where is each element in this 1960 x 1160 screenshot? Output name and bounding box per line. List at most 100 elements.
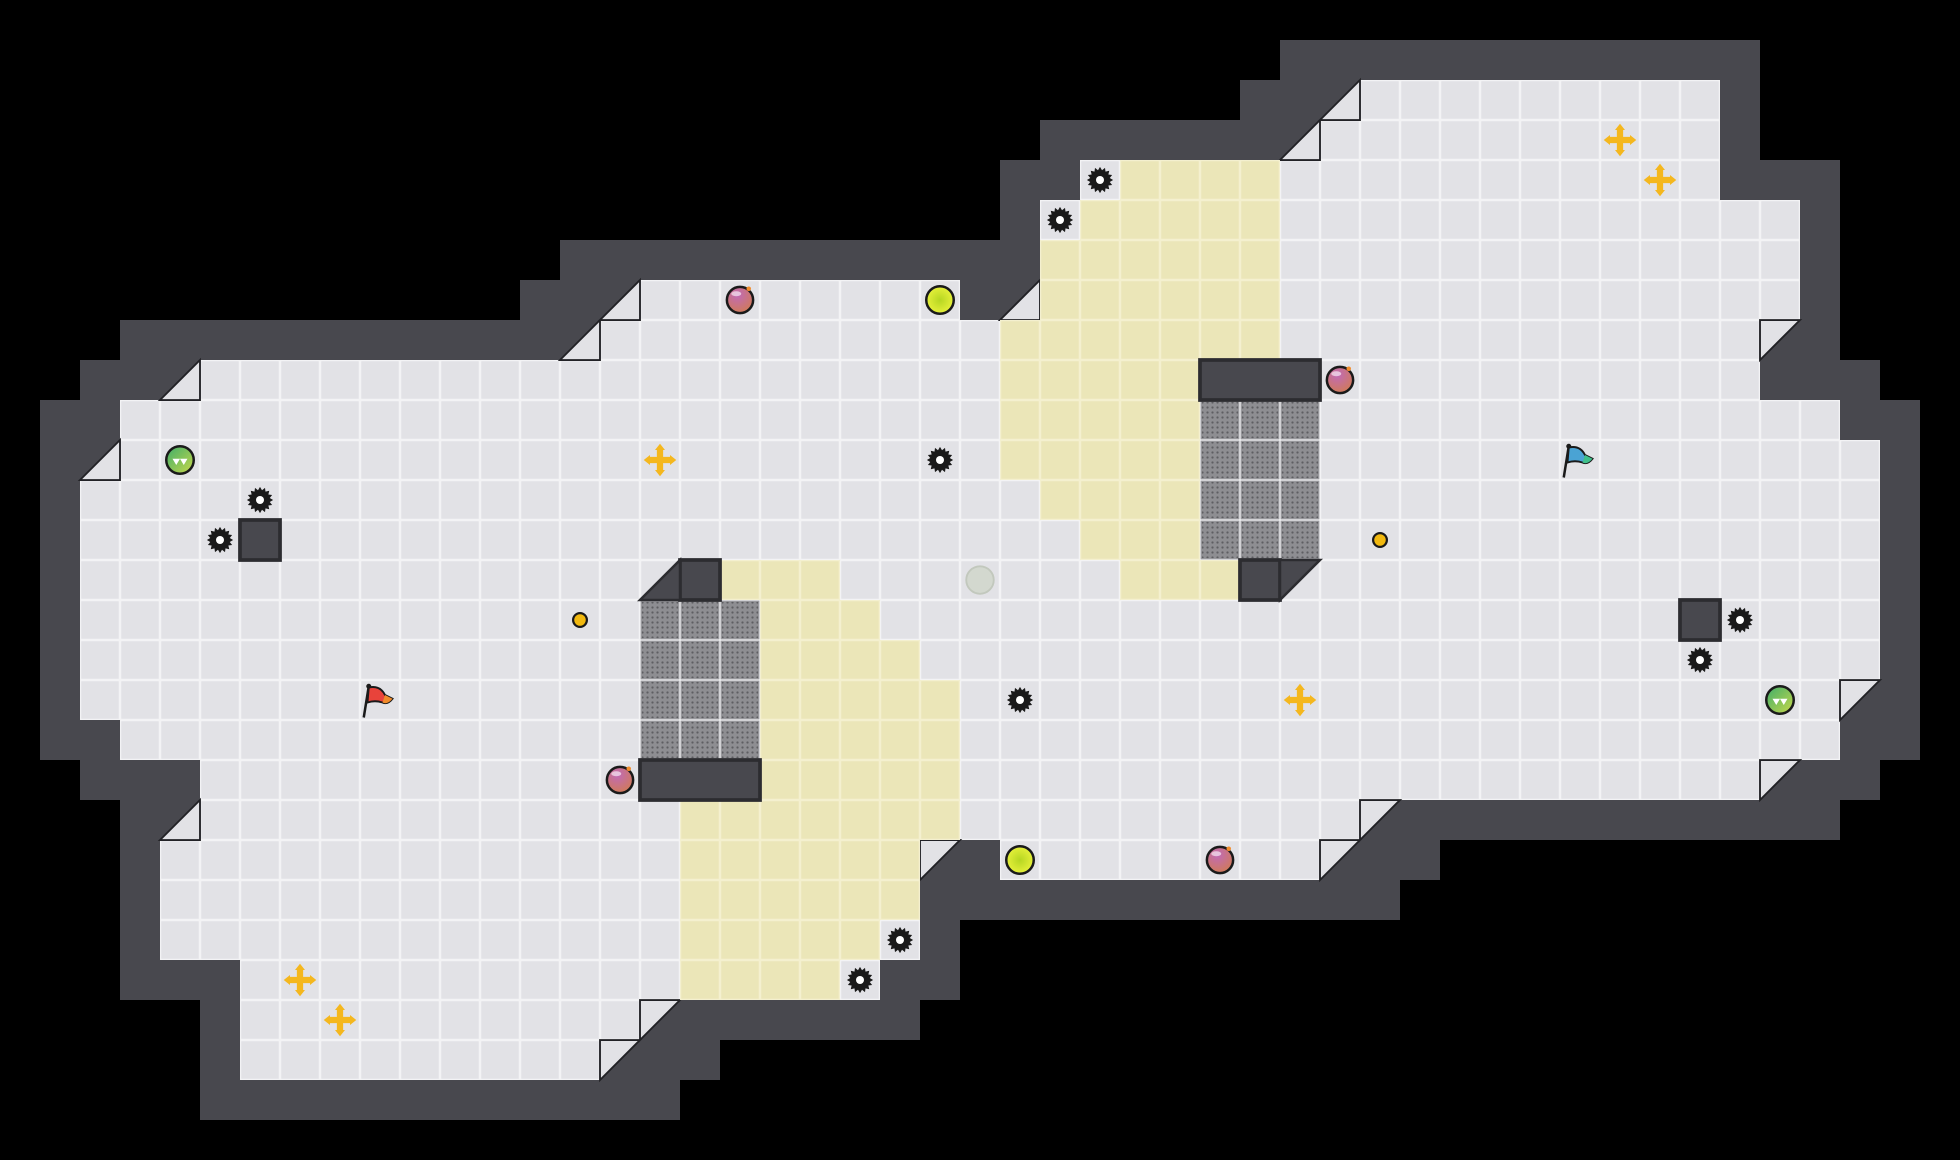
metal-grate-tile [680,640,720,680]
floor-tile [1440,80,1480,120]
floor-tile [360,800,400,840]
floor-tile [1480,240,1520,280]
floor-tile [560,760,600,800]
floor-tile [1480,200,1520,240]
solid-block [1678,598,1722,642]
floor-tile [1280,160,1320,200]
floor-tile [360,760,400,800]
sand-tile [1240,200,1280,240]
floor-tile [1240,720,1280,760]
floor-tile [1280,760,1320,800]
blue-flag-icon [1562,443,1594,478]
floor-tile [1480,160,1520,200]
floor-tile [80,560,120,600]
floor-tile [80,680,120,720]
floor-tile [920,640,960,680]
floor-tile [240,720,280,760]
floor-tile [1160,720,1200,760]
floor-tile [520,680,560,720]
floor-tile [640,320,680,360]
floor-tile [280,920,320,960]
floor-tile [1560,680,1600,720]
floor-tile [760,520,800,560]
floor-tile [480,640,520,680]
sand-tile [1080,320,1120,360]
floor-tile [1800,600,1840,640]
floor-tile [320,480,360,520]
floor-tile [1680,120,1720,160]
floor-tile [600,960,640,1000]
floor-tile [1560,480,1600,520]
floor-tile [1520,120,1560,160]
floor-tile [680,400,720,440]
floor-tile [400,760,440,800]
floor-tile [1000,480,1040,520]
floor-tile [1760,560,1800,600]
sand-tile [1160,560,1200,600]
floor-tile [1320,600,1360,640]
floor-tile [1480,520,1520,560]
floor-tile [400,640,440,680]
floor-tile [1640,720,1680,760]
floor-tile [1680,520,1720,560]
sand-tile [1120,200,1160,240]
floor-tile [520,920,560,960]
floor-tile [1160,800,1200,840]
floor-tile [1640,640,1680,680]
floor-tile [1360,360,1400,400]
floor-tile [1840,640,1880,680]
floor-tile [120,640,160,680]
floor-tile [1040,520,1080,560]
sand-tile [920,720,960,760]
floor-tile [960,640,1000,680]
floor-tile [1560,720,1600,760]
floor-tile [1400,320,1440,360]
sand-tile [800,600,840,640]
floor-tile [840,440,880,480]
floor-tile [1600,400,1640,440]
floor-tile [720,480,760,520]
floor-tile [400,600,440,640]
sand-tile [1080,280,1120,320]
floor-tile [160,840,200,880]
metal-grate-tile [680,680,720,720]
sand-tile [760,920,800,960]
sand-tile [800,720,840,760]
floor-tile [480,1000,520,1040]
floor-tile [400,520,440,560]
floor-tile [680,320,720,360]
floor-tile [1440,680,1480,720]
floor-tile [560,960,600,1000]
sand-tile [840,880,880,920]
floor-tile [1480,120,1520,160]
floor-tile [640,840,680,880]
floor-tile [760,480,800,520]
floor-tile [1200,760,1240,800]
sand-tile [1160,520,1200,560]
floor-tile [1040,560,1080,600]
floor-tile [1080,640,1120,680]
floor-tile [480,840,520,880]
sand-tile [1160,480,1200,520]
floor-tile [1320,560,1360,600]
floor-tile [1440,240,1480,280]
floor-tile [680,520,720,560]
floor-tile [1680,760,1720,800]
floor-tile [320,400,360,440]
floor-tile [80,480,120,520]
floor-tile [560,1000,600,1040]
floor-tile [1520,400,1560,440]
sand-tile [1040,440,1080,480]
floor-tile [1480,560,1520,600]
floor-tile [280,640,320,680]
floor-tile [280,520,320,560]
floor-tile [400,480,440,520]
floor-tile [1320,320,1360,360]
floor-tile [1640,320,1680,360]
sand-tile [1200,280,1240,320]
floor-tile [480,560,520,600]
floor-tile [400,880,440,920]
sand-tile [1000,320,1040,360]
saw-blade-icon [1686,646,1714,674]
floor-tile [120,440,160,480]
